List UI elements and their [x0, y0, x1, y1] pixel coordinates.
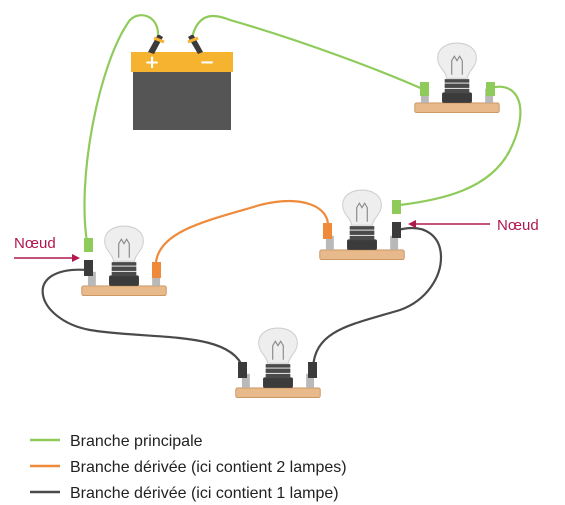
- wire-derivee-1-left: [41, 268, 245, 369]
- legend-label-principal: Branche principale: [70, 433, 203, 450]
- connector: [486, 82, 495, 96]
- connector: [323, 223, 332, 239]
- wire-principal-right: [398, 85, 522, 207]
- connector: [420, 82, 429, 96]
- lamp-left: [81, 225, 167, 297]
- battery-clip-minus: [188, 34, 203, 54]
- wire-principal-top: [191, 14, 427, 92]
- connector: [84, 260, 93, 276]
- battery-top: [131, 52, 233, 72]
- lamp-center-right: [319, 189, 405, 261]
- connector: [392, 200, 401, 214]
- node-left-label: Nœud: [14, 235, 56, 252]
- connector: [238, 362, 247, 378]
- battery: + −: [131, 34, 233, 130]
- lamp-bottom: [235, 327, 321, 399]
- battery-body: [133, 70, 231, 130]
- legend: Branche principale Branche dérivée (ici …: [30, 433, 347, 502]
- legend-label-derivee-1: Branche dérivée (ici contient 1 lampe): [70, 485, 339, 502]
- connector: [392, 222, 401, 238]
- battery-minus-label: −: [199, 52, 214, 73]
- wire-principal-left: [83, 14, 160, 250]
- wire-derivee-2: [154, 200, 330, 263]
- connector: [308, 362, 317, 378]
- connector: [84, 238, 93, 252]
- battery-plus-label: +: [144, 52, 159, 73]
- wire-derivee-1-right: [311, 227, 443, 369]
- legend-label-derivee-2: Branche dérivée (ici contient 2 lampes): [70, 459, 347, 476]
- lamp-top-right: [414, 42, 500, 114]
- node-right-label: Nœud: [497, 217, 539, 234]
- node-right: Nœud: [408, 217, 539, 234]
- connector: [152, 262, 161, 278]
- node-left: Nœud: [14, 235, 80, 262]
